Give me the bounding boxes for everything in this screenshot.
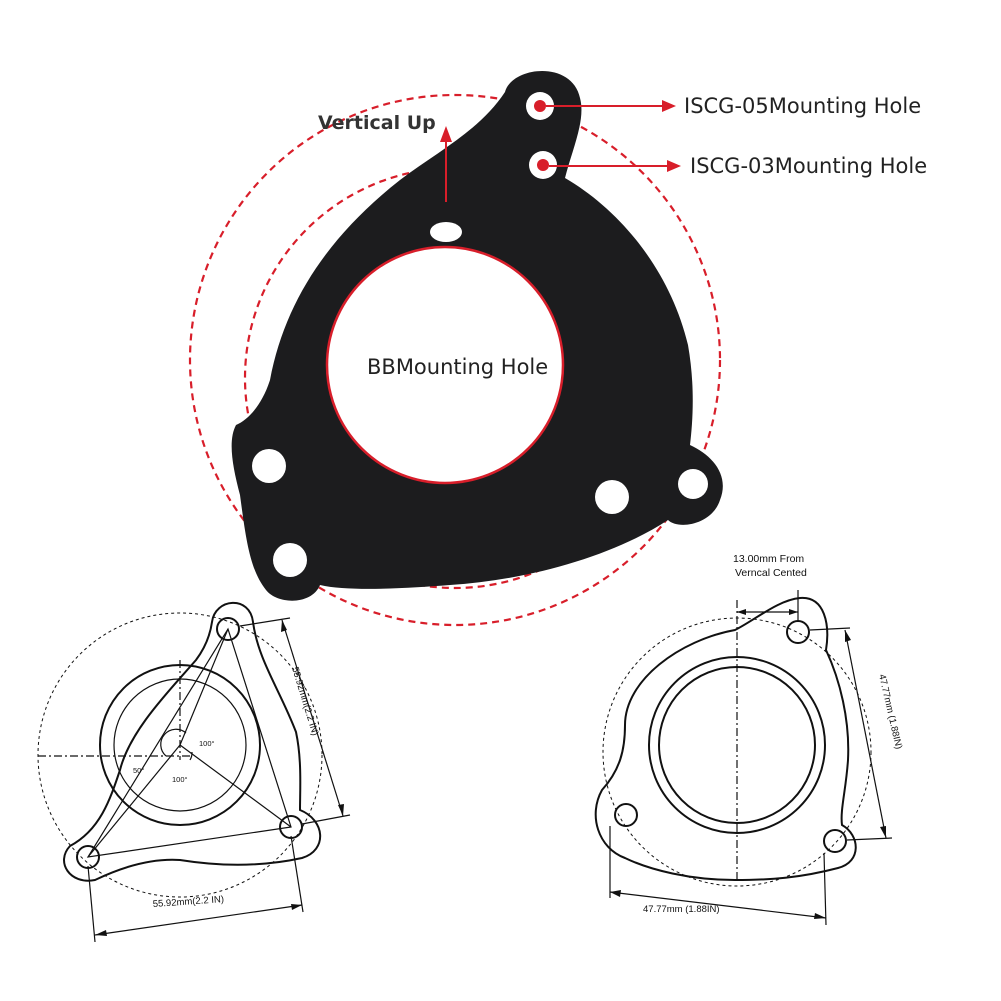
right-bottom-arrow-left xyxy=(610,890,621,897)
iscg05-bolt-circle xyxy=(188,93,722,627)
right-offset-arrow-right xyxy=(789,609,798,615)
right-offset-note-line1: 13.00mm From xyxy=(733,553,804,565)
vertical-up-label: Vertical Up xyxy=(318,112,436,134)
left-angle-100-bottom: 100° xyxy=(172,775,188,784)
left-side-ext-bottom xyxy=(301,814,351,825)
right-left-hole xyxy=(614,803,638,827)
iscg03-marker-dot xyxy=(537,159,549,171)
right-side-dim-line xyxy=(844,629,887,839)
left-bottom-arrow-left xyxy=(95,930,107,936)
right-side-ext-top xyxy=(809,627,851,631)
left-technical-drawing: 50° 100° 100° 55.92mm(2.2 IN) 55.92mm(2.… xyxy=(37,601,351,943)
right-offset-note-line2: Verncal Cented xyxy=(735,567,807,579)
iscg03-left-hole xyxy=(273,543,307,577)
left-centerline-right xyxy=(179,744,292,828)
right-right-hole xyxy=(823,829,847,853)
right-offset-arrow-left xyxy=(737,609,746,615)
left-plate-outline xyxy=(63,601,322,882)
right-side-ext-bottom xyxy=(846,837,893,841)
right-top-hole xyxy=(786,620,810,644)
left-angle-arc-a xyxy=(160,728,187,757)
left-bottom-arrow-right xyxy=(291,904,302,910)
left-side-ext-top xyxy=(239,617,291,627)
left-centerline-top xyxy=(179,628,229,746)
left-bottom-ext-right xyxy=(290,835,304,913)
iscg03-right-hole xyxy=(595,480,629,514)
left-angle-arc-b xyxy=(189,751,193,761)
left-side-arrow-bottom xyxy=(338,804,344,816)
iscg05-right-hole xyxy=(678,469,708,499)
left-side-dim-line xyxy=(281,619,344,817)
left-angle-100-top: 100° xyxy=(199,739,215,748)
iscg03-label: ISCG-03Mounting Hole xyxy=(690,154,927,178)
left-bottom-dim-label: 55.92mm(2.2 IN) xyxy=(152,894,224,910)
vertical-up-arrowhead xyxy=(440,126,452,142)
bb-hole xyxy=(325,245,565,485)
adapter-photo: Vertical Up ISCG-05Mounting Hole ISCG-03… xyxy=(188,71,927,627)
right-bottom-arrow-right xyxy=(814,913,826,919)
iscg05-pointer-arrow xyxy=(662,100,676,112)
right-bottom-dim-label: 47.77mm (1.88IN) xyxy=(643,904,720,915)
right-side-arrow-top xyxy=(845,630,851,642)
left-top-hole xyxy=(216,617,240,641)
iscg05-marker-dot xyxy=(534,100,546,112)
left-side-arrow-top xyxy=(281,620,287,632)
iscg03-pointer-arrow xyxy=(667,160,681,172)
left-hole-triangle xyxy=(86,627,292,858)
bb-hole-label: BBMounting Hole xyxy=(367,355,548,379)
left-bolt-circle xyxy=(37,612,323,898)
left-angle-50: 50° xyxy=(133,766,144,775)
left-bottom-ext-left xyxy=(87,865,96,943)
right-side-arrow-bottom xyxy=(880,826,886,838)
right-outer-ring xyxy=(648,656,826,834)
right-plate-outline xyxy=(594,596,857,882)
iscg05-left-hole xyxy=(252,449,286,483)
right-side-dim-label: 47.77mm (1.88IN) xyxy=(876,673,904,750)
iscg05-label: ISCG-05Mounting Hole xyxy=(684,94,921,118)
plate-notch xyxy=(430,222,462,242)
right-bottom-ext-right xyxy=(823,852,827,926)
left-centerline-bottom xyxy=(87,744,181,858)
right-bottom-dim-line xyxy=(609,891,827,919)
right-technical-drawing: 13.00mm From Verncal Cented 47.77mm (1.8… xyxy=(594,553,904,926)
left-bottom-dim-line xyxy=(94,904,303,936)
